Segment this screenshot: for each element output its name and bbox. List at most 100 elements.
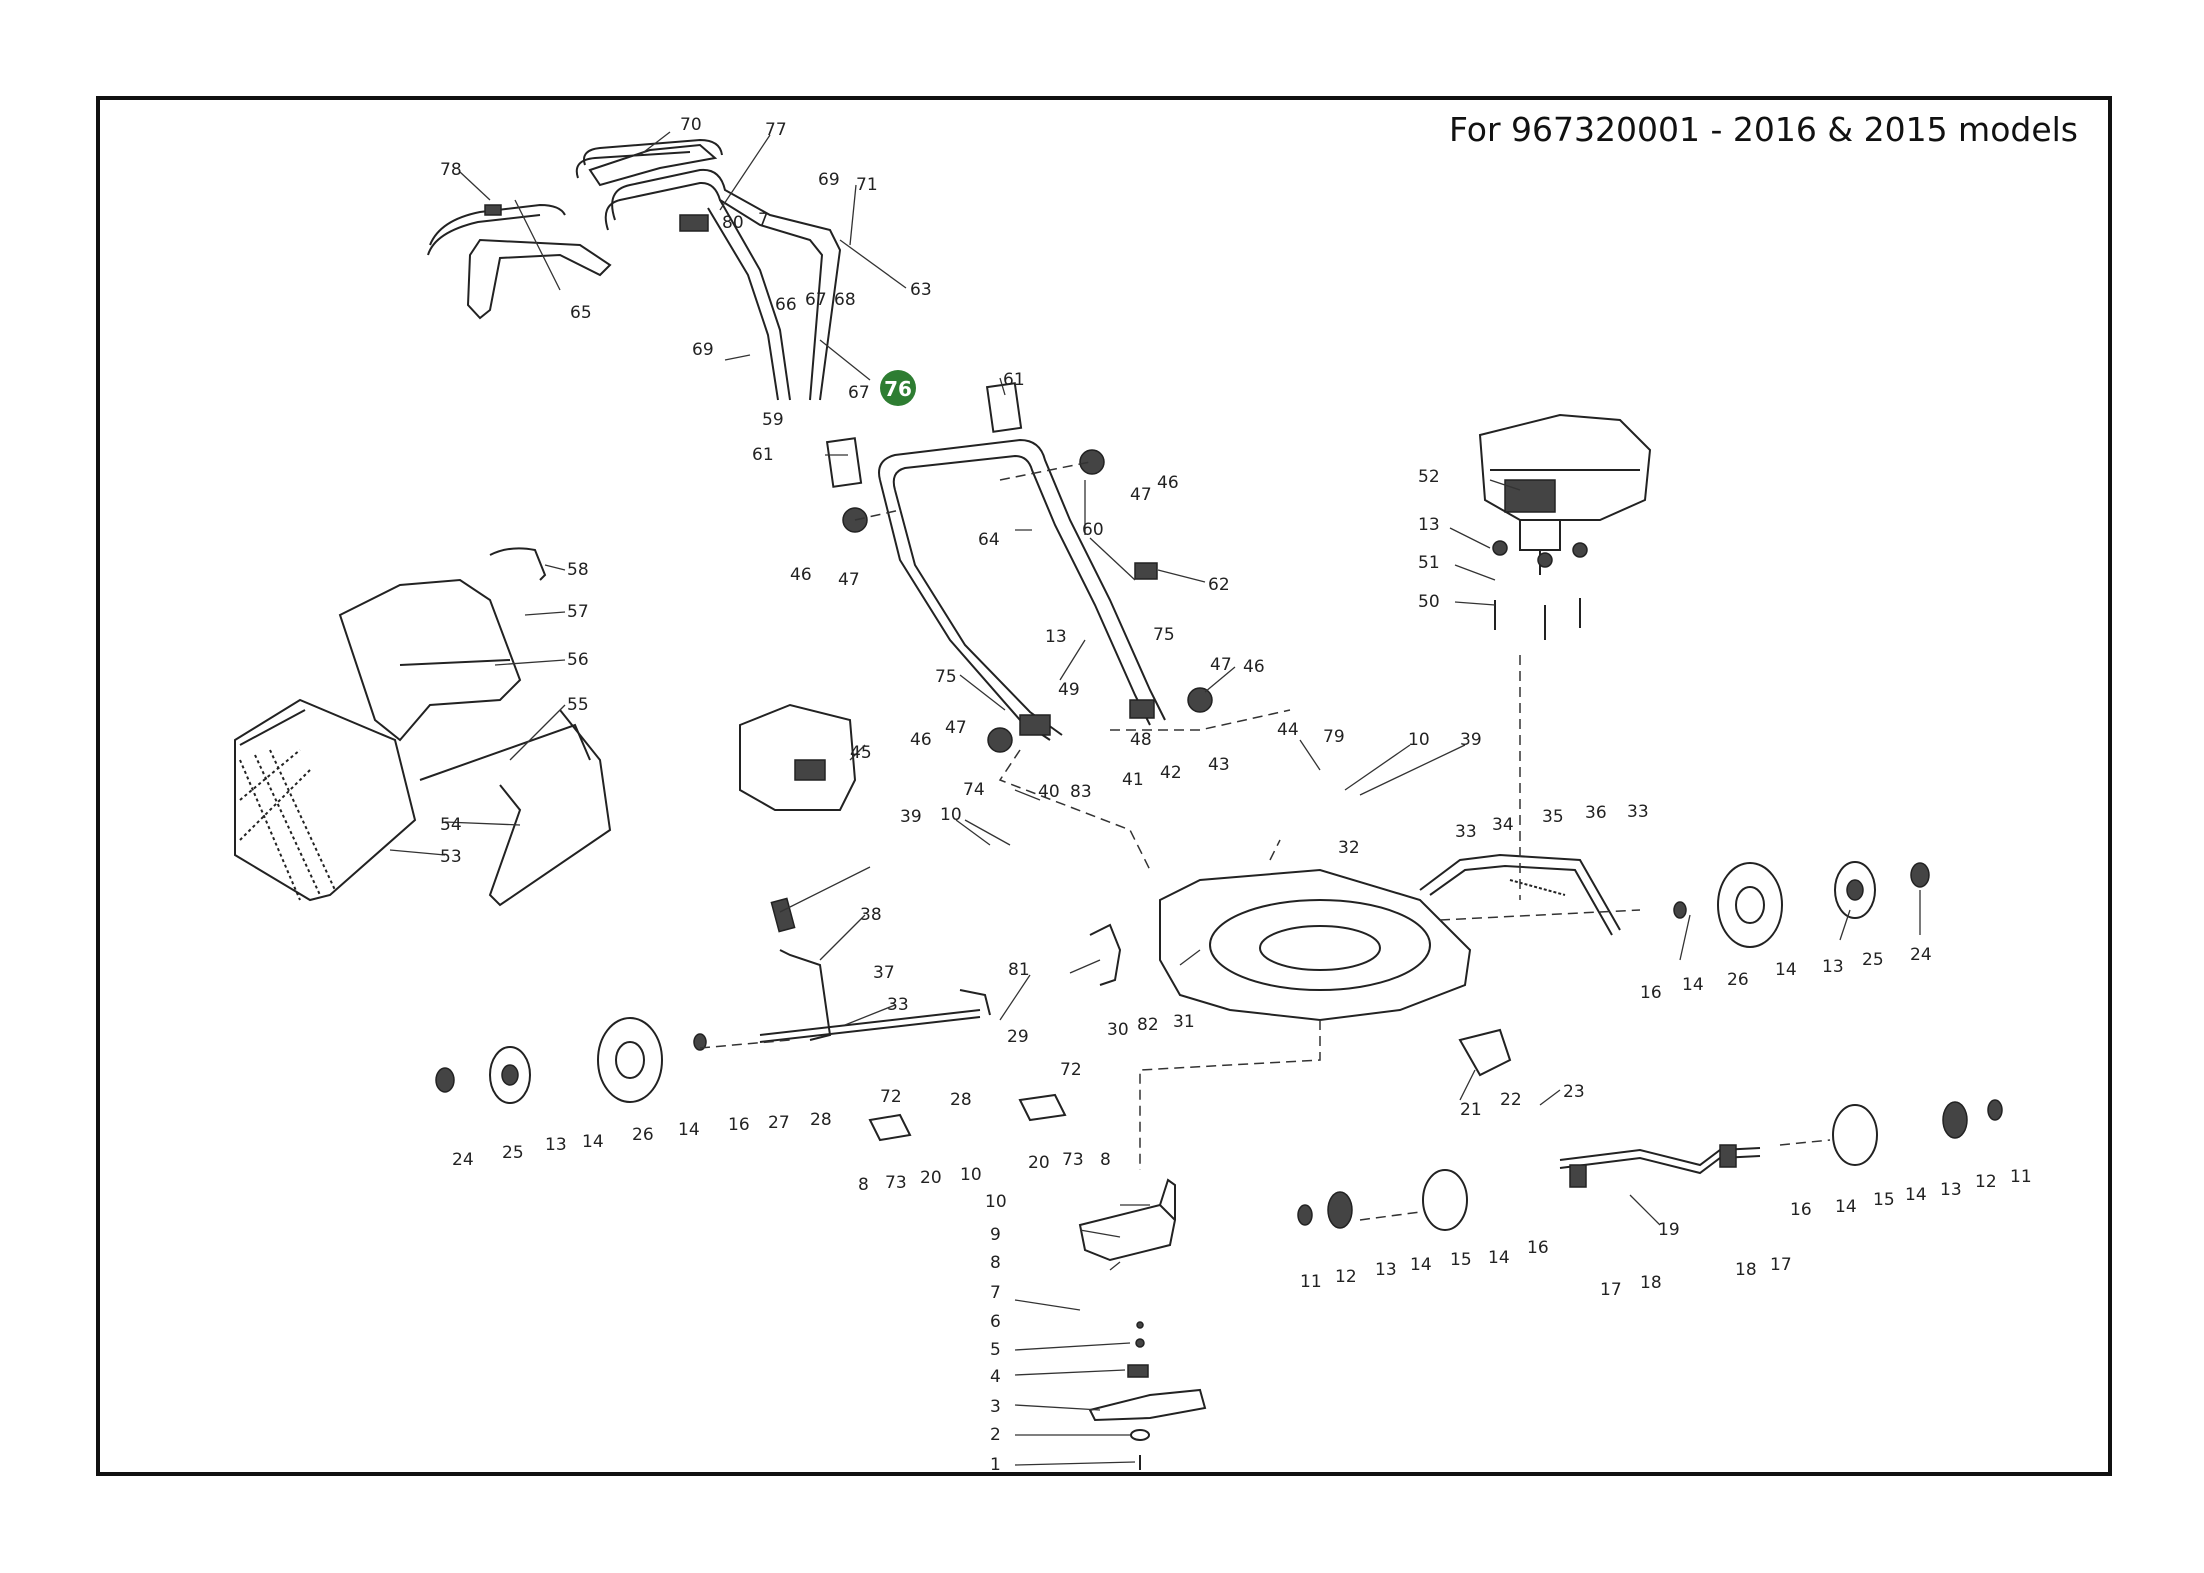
callout-13-right: 13	[1822, 957, 1844, 977]
clip-62	[1134, 562, 1158, 580]
callout-69-b: 69	[692, 340, 714, 360]
callout-13-engine: 13	[1418, 515, 1440, 535]
callout-10-right: 10	[1408, 730, 1430, 750]
callout-27: 27	[768, 1113, 790, 1133]
model-heading: For 967320001 - 2016 & 2015 models	[1448, 110, 2078, 149]
callout-60: 60	[1082, 520, 1104, 540]
callout-43: 43	[1208, 755, 1230, 775]
callout-26-left: 26	[632, 1125, 654, 1145]
callout-46-mid: 46	[910, 730, 932, 750]
callout-42: 42	[1160, 763, 1182, 783]
callout-59: 59	[762, 410, 784, 430]
callout-16-fr: 16	[1790, 1200, 1812, 1220]
callout-28-b: 28	[810, 1110, 832, 1130]
callout-38: 38	[860, 905, 882, 925]
bag-body-53	[234, 698, 417, 902]
assembly-lines	[699, 461, 1831, 1221]
callout-16-fl: 16	[1527, 1238, 1549, 1258]
callout-17-right: 17	[1770, 1255, 1792, 1275]
callout-65: 65	[570, 303, 592, 323]
callout-66: 66	[775, 295, 797, 315]
knob-47-mid	[987, 727, 1013, 753]
callout-81: 81	[1008, 960, 1030, 980]
wheel-26-right	[1673, 862, 1783, 948]
callout-14-fl-a: 14	[1410, 1255, 1432, 1275]
callout-14-right-b: 14	[1775, 960, 1797, 980]
callout-73-right: 73	[1062, 1150, 1084, 1170]
blade-3	[1088, 1388, 1207, 1422]
callout-14-fr-b: 14	[1905, 1185, 1927, 1205]
callout-64: 64	[978, 530, 1000, 550]
callout-12-left: 12	[1335, 1267, 1357, 1287]
callout-77: 77	[765, 120, 787, 140]
knob-47-right	[1187, 687, 1213, 713]
callout-52: 52	[1418, 467, 1440, 487]
callout-14-right-a: 14	[1682, 975, 1704, 995]
lower-handle-60	[878, 438, 1166, 741]
callout-35: 35	[1542, 807, 1564, 827]
callout-30: 30	[1107, 1020, 1129, 1040]
blade-hardware	[1127, 1321, 1150, 1470]
callout-28-a: 28	[950, 1090, 972, 1110]
rear-flap-45	[739, 703, 857, 811]
mower-deck-31	[1159, 868, 1472, 1022]
callout-68: 68	[834, 290, 856, 310]
callout-49: 49	[1058, 680, 1080, 700]
callout-72-right: 72	[1060, 1060, 1082, 1080]
callout-36: 36	[1585, 803, 1607, 823]
wheel-15-front-left	[1297, 1169, 1468, 1231]
callout-5: 5	[990, 1340, 1001, 1360]
callout-29: 29	[1007, 1027, 1029, 1047]
callout-79: 79	[1323, 727, 1345, 747]
callout-48: 48	[1130, 730, 1152, 750]
rear-brackets	[868, 1093, 1067, 1142]
callout-24-right: 24	[1910, 945, 1932, 965]
callout-26-right: 26	[1727, 970, 1749, 990]
knob-47-top	[1079, 449, 1105, 475]
callout-67-b: 67	[848, 383, 870, 403]
callout-8-left: 8	[858, 1175, 869, 1195]
callout-18-left: 18	[1640, 1273, 1662, 1293]
rear-bar-36	[1419, 853, 1621, 936]
callout-46-top: 46	[1157, 473, 1179, 493]
callout-10-stack: 10	[985, 1192, 1007, 1212]
callout-55: 55	[567, 695, 589, 715]
callout-74: 74	[963, 780, 985, 800]
rear-axle-27	[759, 897, 991, 1043]
callout-15-right: 15	[1873, 1190, 1895, 1210]
front-axle-19	[1559, 1144, 1761, 1188]
callout-53: 53	[440, 847, 462, 867]
callout-75-right: 75	[1153, 625, 1175, 645]
callout-34: 34	[1492, 815, 1514, 835]
callout-13-fr: 13	[1940, 1180, 1962, 1200]
callout-61-right: 61	[1003, 370, 1025, 390]
callout-1: 1	[990, 1455, 1001, 1475]
callout-22: 22	[1500, 1090, 1522, 1110]
callout-83: 83	[1070, 782, 1092, 802]
bag-frame-65	[466, 238, 612, 320]
callout-12-right: 12	[1975, 1172, 1997, 1192]
callout-19: 19	[1658, 1220, 1680, 1240]
callout-75-left: 75	[935, 667, 957, 687]
callout-11-right: 11	[2010, 1167, 2032, 1187]
callout-8-stack: 8	[990, 1253, 1001, 1273]
callout-20-right: 20	[1028, 1153, 1050, 1173]
callout-10-left: 10	[940, 805, 962, 825]
callout-54: 54	[440, 815, 462, 835]
highlight-marker-76[interactable]: 76	[880, 370, 916, 406]
callout-51: 51	[1418, 553, 1440, 573]
leader-lines	[389, 131, 1921, 1466]
callout-33-b: 33	[1627, 802, 1649, 822]
callout-13-fl: 13	[1375, 1260, 1397, 1280]
bag-frame-54	[419, 709, 612, 907]
callout-13-left: 13	[545, 1135, 567, 1155]
callout-45: 45	[850, 743, 872, 763]
callout-47-right: 47	[1210, 655, 1232, 675]
callout-46-right: 46	[1243, 657, 1265, 677]
callout-72-left: 72	[880, 1087, 902, 1107]
callout-14-fl-b: 14	[1488, 1248, 1510, 1268]
callout-63: 63	[910, 280, 932, 300]
callout-13-mid: 13	[1045, 627, 1067, 647]
